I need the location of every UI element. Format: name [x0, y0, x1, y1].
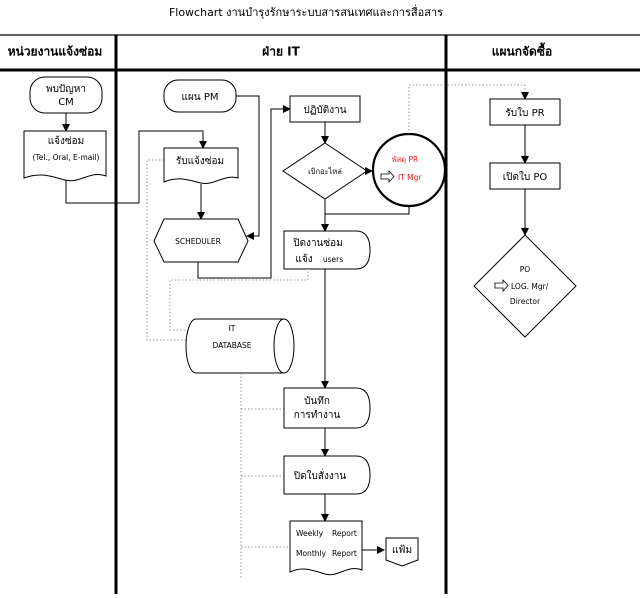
- node-report-weekly: Weekly: [296, 529, 324, 538]
- edge-scheduler-to-operate: [197, 105, 291, 279]
- node-open-po-label: เปิดใบ PO: [503, 171, 548, 183]
- node-pm-plan-label: แผน PM: [182, 92, 219, 103]
- node-po-decision-label: PO: [520, 265, 531, 274]
- edge-report-to-receive: [65, 130, 207, 204]
- node-receive-repair: รับแจ้งซ่อม: [163, 147, 239, 184]
- it-mgr-label: IT Mgr: [398, 173, 422, 182]
- node-record-work: บันทึก การทำงาน: [283, 387, 371, 429]
- node-receive-pr-label: รับใบ PR: [505, 107, 544, 119]
- node-report-repair: แจ้งซ่อม (Tel., Oral, E-mail): [23, 130, 107, 182]
- node-parts-request-circle: พัสดุ PR IT Mgr: [371, 132, 447, 208]
- swimlane-frame: [0, 34, 640, 594]
- node-decision-parts-label: เบิกอะไหล่: [308, 167, 342, 176]
- node-report-monthly: Monthly: [296, 549, 327, 558]
- node-po-decision: PO LOG. Mgr/ Director: [473, 234, 577, 338]
- node-po-decision-approver: LOG. Mgr/: [511, 282, 549, 291]
- edge-parts-to-close: [325, 206, 410, 215]
- node-scheduler-label: SCHEDULER: [175, 237, 221, 246]
- node-close-job-label: ปิดงานซ่อม: [293, 238, 343, 249]
- node-found-problem-sublabel: CM: [58, 97, 74, 108]
- node-record-work-sublabel: การทำงาน: [294, 410, 341, 421]
- node-found-problem-label: พบปัญหา: [46, 84, 86, 95]
- edge-parts-to-purchasing: [408, 84, 529, 134]
- node-it-database-label: IT: [229, 324, 236, 333]
- node-found-problem: พบปัญหา CM: [29, 76, 103, 114]
- node-operate: ปฏิบัติงาน: [289, 95, 361, 123]
- node-operate-label: ปฏิบัติงาน: [303, 105, 346, 116]
- edge-pm-to-scheduler: [236, 95, 260, 240]
- node-receive-repair-label: รับแจ้งซ่อม: [176, 155, 224, 167]
- node-close-order: ปิดใบสั่งงาน: [283, 455, 371, 495]
- lane-header-requester: หน่วยงานแจ้งซ่อม: [8, 45, 103, 59]
- chart-title: Flowchart งานบำรุงรักษาระบบสารสนเทศและกา…: [169, 4, 443, 19]
- node-file: แฟ้ม: [385, 537, 419, 567]
- node-file-label: แฟ้ม: [392, 544, 412, 556]
- node-receive-pr: รับใบ PR: [489, 98, 561, 126]
- lane-header-purchasing: แผนกจัดซื้อ: [492, 42, 552, 59]
- node-report-repair-channels: (Tel., Oral, E-mail): [33, 153, 100, 162]
- node-decision-parts: เบิกอะไหล่: [282, 142, 368, 200]
- node-report-repair-label: แจ้งซ่อม: [48, 135, 85, 147]
- node-pm-plan: แผน PM: [163, 79, 237, 113]
- node-it-database: IT DATABASE: [185, 318, 295, 374]
- node-close-job: ปิดงานซ่อม แจ้ง users: [283, 230, 371, 270]
- node-report-weekly-report: Report: [332, 529, 357, 538]
- edge-receive-to-database: [146, 159, 186, 341]
- node-open-po: เปิดใบ PO: [489, 162, 561, 190]
- node-close-order-label: ปิดใบสั่งงาน: [293, 468, 346, 482]
- edge-scheduler-to-database: [169, 268, 309, 331]
- node-report-monthly-report: Report: [332, 549, 357, 558]
- parts-pr-label: พัสดุ PR: [392, 155, 419, 164]
- node-close-job-users: users: [323, 255, 343, 264]
- arrow-right-icon: [494, 278, 509, 293]
- node-report: Weekly Report Monthly Report: [289, 520, 363, 576]
- node-po-decision-director: Director: [510, 297, 541, 306]
- node-it-database-sublabel: DATABASE: [212, 341, 251, 350]
- node-close-job-notify: แจ้ง: [295, 253, 312, 265]
- node-scheduler: SCHEDULER: [153, 218, 249, 263]
- node-record-work-label: บันทึก: [304, 395, 330, 407]
- lane-header-it: ฝ่าย IT: [262, 45, 300, 59]
- arrow-right-icon: [380, 169, 395, 184]
